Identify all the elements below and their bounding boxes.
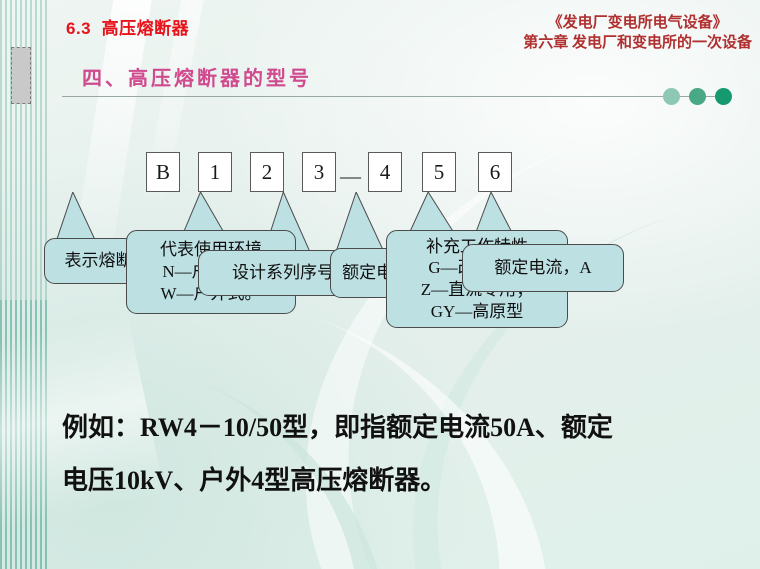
left-stripe-band-lower [0,300,48,569]
background-streak-1 [72,0,158,262]
callout-6-line-1: 额定电流，A [494,258,592,278]
code-box-5: 5 [422,152,456,192]
code-box-6: 6 [478,152,512,192]
code-box-2: 2 [250,152,284,192]
header-divider [62,96,722,97]
code-separator-dash: — [340,164,361,188]
placeholder-box [11,47,31,104]
code-box-3: 3 [302,152,336,192]
callout-pointer-4 [336,192,384,252]
callout-6-text: 额定电流，A [494,257,591,279]
section-number: 6.3 [66,19,92,38]
background-arc-2 [345,121,760,569]
subtitle: 四、高压熔断器的型号 [82,68,312,90]
dot-light-icon [663,88,680,105]
chapter-line: 第六章 发电厂和变电所的一次设备 [523,35,752,52]
example-line-2: 电压10kV、户外4型高压熔断器。 [62,466,447,495]
code-box-4: 4 [368,152,402,192]
decorative-dots [663,88,732,105]
section-title: 高压熔断器 [101,19,190,38]
dot-mid-icon [689,88,706,105]
callout-3-line-1: 设计系列序号 [232,263,334,283]
dot-dark-icon [715,88,732,105]
callout-6: 额定电流，A [462,244,624,292]
callout-3-text: 设计系列序号 [232,262,334,284]
code-box-1: 1 [198,152,232,192]
example-line-1: 例如：RW4－10/50型，即指额定电流50A、额定 [62,413,613,442]
code-box-B: B [146,152,180,192]
book-title: 《发电厂变电所电气设备》 [547,15,728,31]
course-header: 《发电厂变电所电气设备》 第六章 发电厂和变电所的一次设备 [523,13,752,54]
callout-pointer-1 [56,192,96,242]
callout-5-line-4: GY—高原型 [430,301,524,321]
page-title: 6.3 高压熔断器 [66,14,189,39]
